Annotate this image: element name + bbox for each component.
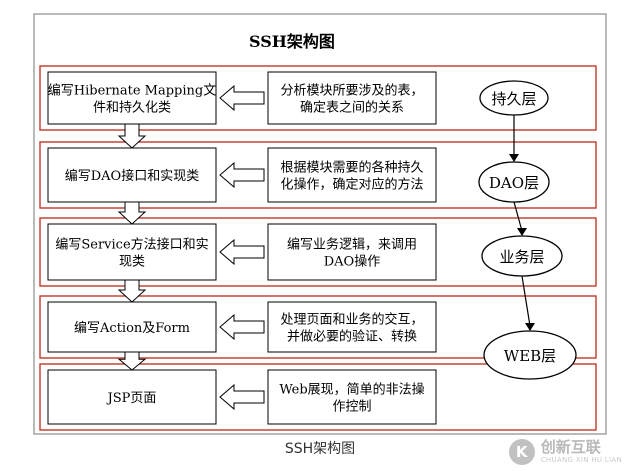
task-label: 编写Action及Form — [74, 321, 190, 336]
task-box — [47, 71, 217, 125]
description-label: Web展现，简单的非法操 — [279, 382, 424, 398]
row-band — [39, 65, 597, 131]
layer-connector — [521, 275, 531, 327]
task-label: 编写Hibernate Mapping文 — [48, 84, 216, 99]
row-band — [39, 141, 597, 209]
down-arrow-icon — [117, 279, 147, 303]
task-label: 编写DAO接口和实现类 — [65, 168, 199, 184]
watermark-subtitle: CHUANG XIN HU LIAN — [540, 456, 622, 464]
layer-label: 持久层 — [491, 90, 536, 108]
watermark-name: 创新互联 — [540, 438, 601, 456]
description-box — [267, 71, 437, 125]
watermark-logo: K 创新互联 CHUANG XIN HU LIAN — [508, 438, 622, 465]
down-arrow-icon — [117, 123, 147, 149]
arrowhead-icon — [525, 323, 535, 331]
layer-connector — [513, 201, 523, 232]
description-label: 编写业务逻辑，来调用 — [287, 237, 417, 253]
layer-label: 业务层 — [499, 248, 544, 266]
description-label: 分析模块所要涉及的表， — [280, 83, 423, 99]
down-arrow-icon — [117, 201, 147, 225]
description-box — [267, 223, 437, 281]
description-box — [267, 147, 437, 203]
row-band — [39, 363, 597, 431]
layer-ellipse — [478, 161, 550, 203]
diagram-title: SSH架构图 — [249, 32, 335, 51]
description-label: 作控制 — [332, 400, 371, 415]
description-box — [267, 301, 437, 353]
task-box — [47, 301, 217, 353]
left-arrow-icon — [219, 84, 265, 112]
layer-label: DAO层 — [489, 174, 539, 192]
task-label: 件和持久化类 — [93, 101, 171, 116]
task-label: 现类 — [119, 255, 145, 270]
description-label: 并做必要的验证、转换 — [287, 329, 417, 345]
figure-caption: SSH架构图 — [284, 441, 356, 457]
task-label: JSP页面 — [106, 391, 157, 406]
description-label: 处理页面和业务的交互， — [280, 312, 423, 328]
layer-ellipse — [481, 235, 563, 277]
row-band — [39, 295, 597, 359]
left-arrow-icon — [219, 238, 265, 266]
left-arrow-icon — [219, 313, 265, 341]
logo-icon: K — [508, 439, 535, 465]
arrowhead-icon — [509, 154, 519, 162]
left-arrow-icon — [219, 161, 265, 189]
description-box — [267, 369, 437, 425]
arrowhead-icon — [517, 228, 527, 236]
task-box — [47, 223, 217, 281]
left-arrow-icon — [219, 383, 265, 411]
description-label: DAO操作 — [324, 254, 380, 270]
description-label: 化操作，确定对应的方法 — [280, 177, 423, 193]
description-label: 确定表之间的关系 — [300, 100, 404, 116]
description-label: 根据模块需要的各种持久 — [280, 160, 423, 176]
layer-ellipse — [479, 80, 549, 116]
layer-label: WEB层 — [504, 347, 556, 365]
task-label: 编写Service方法接口和实 — [55, 237, 208, 253]
down-arrow-icon — [117, 351, 147, 371]
row-band — [39, 217, 597, 287]
task-box — [47, 147, 217, 203]
layer-ellipse — [483, 330, 577, 380]
task-box — [47, 369, 217, 425]
